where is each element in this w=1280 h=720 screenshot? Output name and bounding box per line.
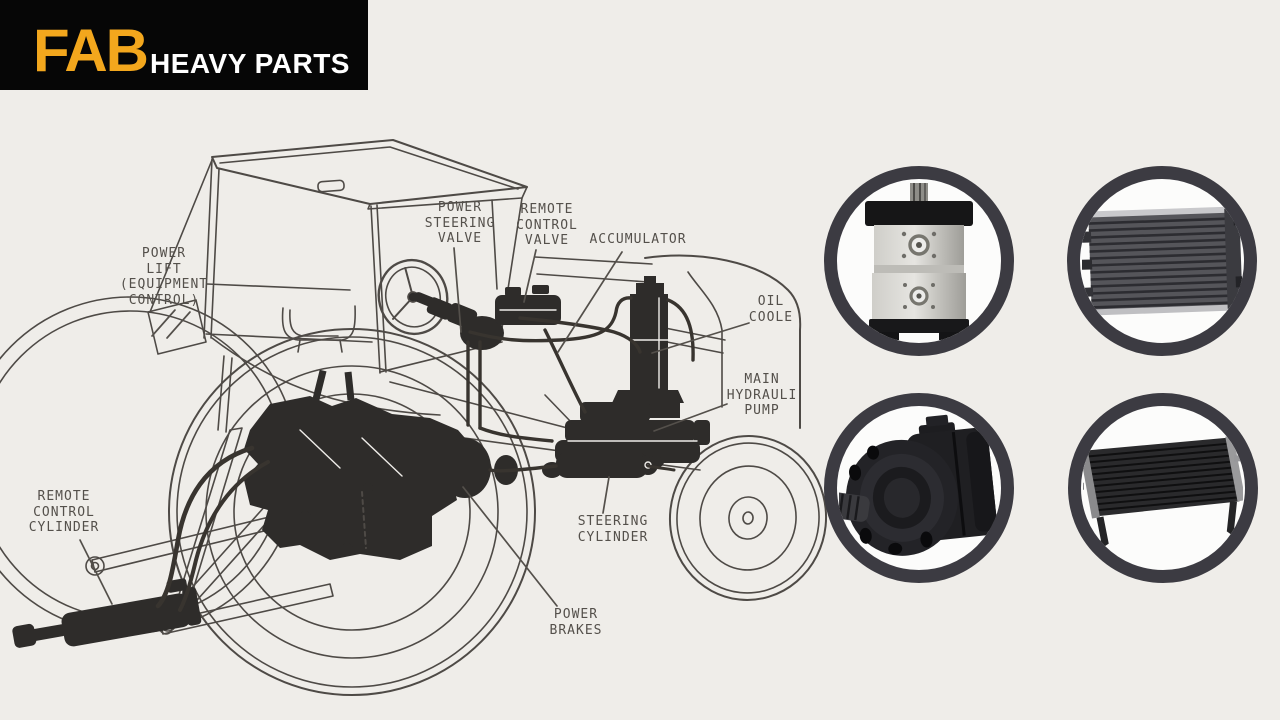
power-brakes-drum [439,438,491,498]
fab-heavy-parts-logo: FAB HEAVY PARTS [0,0,368,90]
radiator-image [1082,206,1242,316]
product-circle-hydraulic-gear-pump [824,166,1014,356]
transmission-block [244,396,472,560]
hydraulic-motor-image [839,414,998,556]
left-rear-wheel [0,296,299,634]
label-power-brakes: POWER BRAKES [549,607,603,638]
product-circle-radiator [1067,166,1257,356]
rear-wheel [168,328,536,696]
label-steering-cylinder: STEERING CYLINDER [577,514,649,545]
steering-cylinder-body [556,452,648,478]
hydraulic-components [12,276,710,648]
product-circle-hydraulic-motor [824,393,1014,583]
front-wheel [668,435,828,601]
label-remote-control-valve: REMOTE CONTROL VALVE [516,202,578,248]
hydraulic-gear-pump-image [865,183,973,340]
logo-brand-text: FAB [33,17,149,85]
oil-cooler-condenser-image [1083,435,1243,556]
label-main-hydraulic-pump: MAIN HYDRAULI PUMP [726,372,798,418]
label-power-lift: POWER LIFT (EQUIPMENT CONTROL) [119,246,209,308]
product-circle-oil-cooler [1068,393,1258,583]
label-power-steering-valve: POWER STEERING VALVE [424,200,496,246]
hydraulic-lines [155,296,695,612]
logo-tagline-text: HEAVY PARTS [150,48,350,79]
pump-ports [901,231,937,309]
label-oil-cooler: OIL COOLE [748,294,794,325]
main-hydraulic-pump-body [580,402,650,422]
label-leader-lines [79,247,750,607]
power-steering-valve-body [426,297,453,320]
label-accumulator: ACCUMULATOR [589,232,687,247]
label-remote-control-cylinder: REMOTE CONTROL CYLINDER [28,489,100,535]
